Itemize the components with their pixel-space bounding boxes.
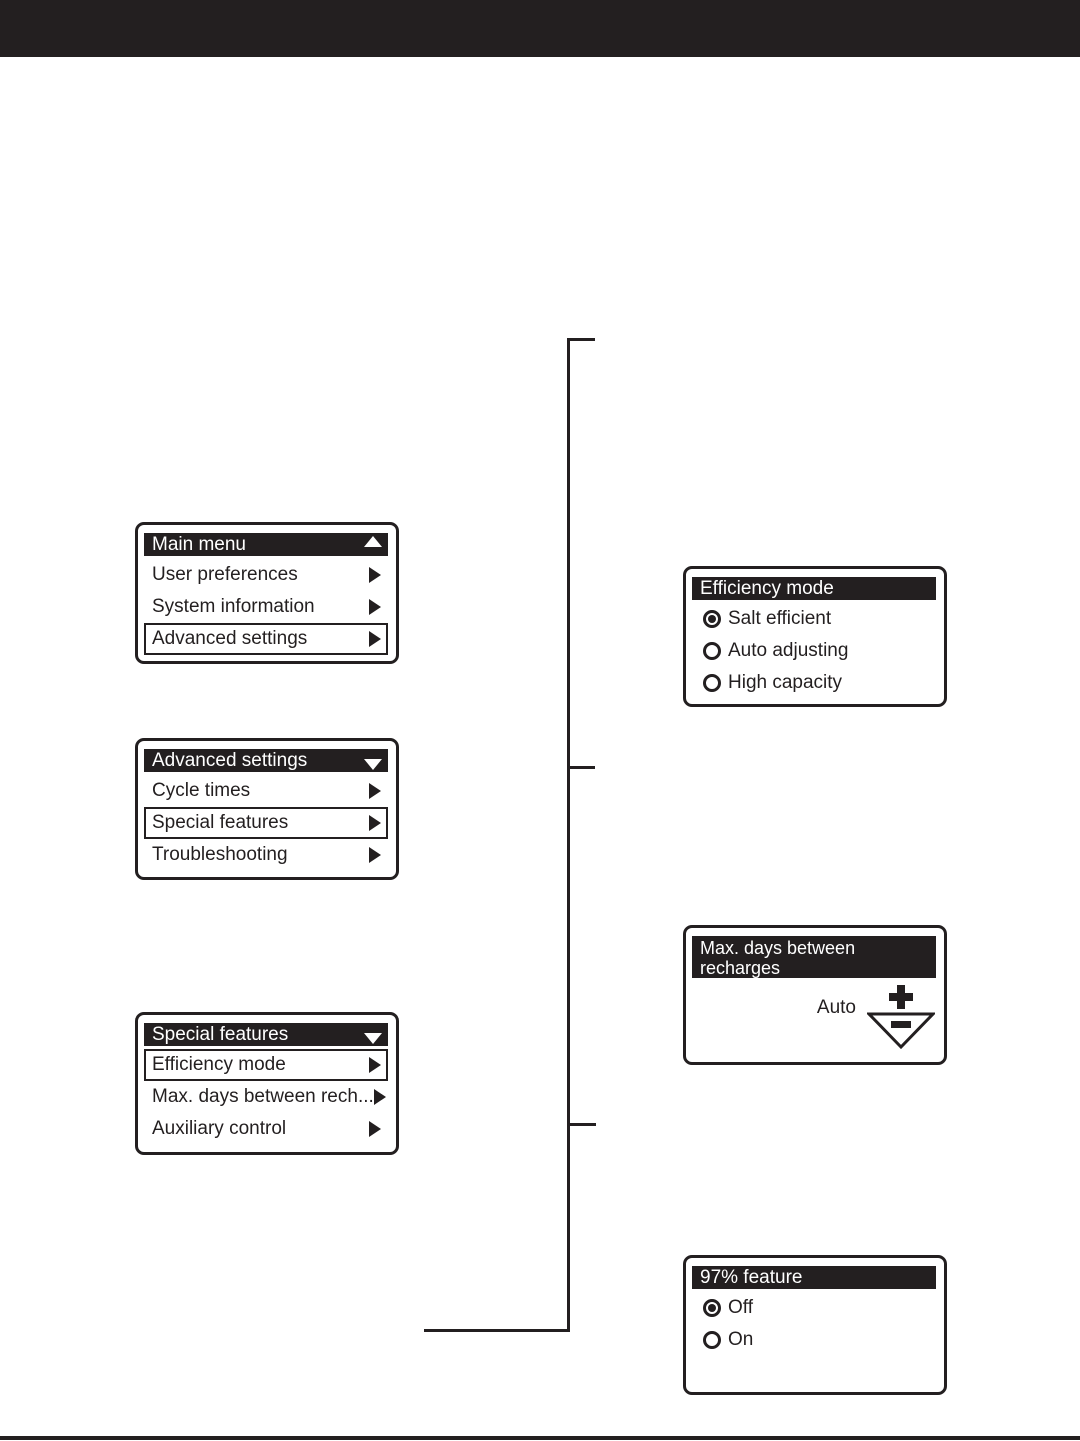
menu-item-label: Special features (152, 812, 289, 833)
option-label: High capacity (728, 672, 843, 693)
menu-item-troubleshooting[interactable]: Troubleshooting (144, 839, 388, 871)
screen-advanced-settings: Advanced settings Cycle times Special fe… (135, 738, 399, 880)
screen-97-feature: 97% feature Off On (683, 1255, 947, 1395)
menu-item-label: System information (152, 596, 315, 617)
max-days-title-line2: recharges (700, 958, 781, 978)
max-days-value: Auto (816, 997, 856, 1018)
special-features-title: Special features (152, 1024, 289, 1045)
minus-down-triangle-icon[interactable] (867, 1012, 935, 1050)
max-days-content: Auto (686, 984, 935, 1050)
menu-item-system-information[interactable]: System information (144, 591, 388, 623)
connector-top-stub (567, 338, 595, 341)
scroll-down-icon[interactable] (364, 759, 382, 770)
connector-vertical-line (567, 338, 570, 1332)
submenu-arrow-icon (369, 599, 381, 615)
max-days-titlebar: Max. days between recharges (692, 936, 936, 978)
submenu-arrow-icon (369, 631, 381, 647)
option-auto-adjusting[interactable]: Auto adjusting (692, 635, 936, 667)
submenu-arrow-icon (369, 815, 381, 831)
main-menu-titlebar: Main menu (144, 533, 388, 556)
option-label: On (728, 1329, 754, 1350)
97-feature-options: Off On (692, 1292, 936, 1356)
option-label: Off (728, 1297, 753, 1318)
submenu-arrow-icon (369, 847, 381, 863)
submenu-arrow-icon (369, 567, 381, 583)
menu-item-label: Troubleshooting (152, 844, 288, 865)
screen-special-features: Special features Efficiency mode Max. da… (135, 1012, 399, 1155)
special-features-items: Efficiency mode Max. days between rech..… (144, 1049, 388, 1145)
efficiency-mode-title: Efficiency mode (700, 578, 834, 599)
special-features-titlebar: Special features (144, 1023, 388, 1046)
radio-dot (708, 1304, 716, 1312)
submenu-arrow-icon (369, 1057, 381, 1073)
97-feature-title: 97% feature (700, 1267, 803, 1288)
menu-item-label: Advanced settings (152, 628, 308, 649)
efficiency-mode-options: Salt efficient Auto adjusting High capac… (692, 603, 936, 699)
option-high-capacity[interactable]: High capacity (692, 667, 936, 699)
advanced-settings-items: Cycle times Special features Troubleshoo… (144, 775, 388, 871)
menu-item-user-preferences[interactable]: User preferences (144, 559, 388, 591)
submenu-arrow-icon (369, 1121, 381, 1137)
radio-selected-icon[interactable] (703, 610, 721, 628)
radio-icon[interactable] (703, 642, 721, 660)
menu-item-special-features[interactable]: Special features (144, 807, 388, 839)
screen-efficiency-mode: Efficiency mode Salt efficient Auto adju… (683, 566, 947, 707)
value-adjust-control[interactable] (867, 984, 935, 1050)
radio-icon[interactable] (703, 674, 721, 692)
menu-item-cycle-times[interactable]: Cycle times (144, 775, 388, 807)
97-feature-titlebar: 97% feature (692, 1266, 936, 1289)
plus-icon[interactable] (889, 985, 913, 1009)
submenu-arrow-icon (373, 1089, 386, 1105)
screen-max-days-between-recharges: Max. days between recharges Auto (683, 925, 947, 1065)
main-menu-items: User preferences System information Adva… (144, 559, 388, 655)
page-header-bar (0, 0, 1080, 57)
option-on[interactable]: On (692, 1324, 936, 1356)
scroll-down-icon[interactable] (364, 1033, 382, 1044)
radio-dot (708, 615, 716, 623)
menu-item-auxiliary-control[interactable]: Auxiliary control (144, 1113, 388, 1145)
max-days-title-line1: Max. days between (700, 938, 856, 958)
scroll-up-icon[interactable] (364, 536, 382, 547)
efficiency-mode-titlebar: Efficiency mode (692, 577, 936, 600)
submenu-arrow-icon (369, 783, 381, 799)
menu-item-efficiency-mode[interactable]: Efficiency mode (144, 1049, 388, 1081)
menu-item-label: Auxiliary control (152, 1118, 287, 1139)
radio-selected-icon[interactable] (703, 1299, 721, 1317)
advanced-settings-titlebar: Advanced settings (144, 749, 388, 772)
menu-item-advanced-settings[interactable]: Advanced settings (144, 623, 388, 655)
connector-branch-stub-2 (567, 1123, 596, 1126)
menu-item-label: Efficiency mode (152, 1054, 286, 1075)
menu-item-label: Max. days between rech... (152, 1086, 374, 1107)
main-menu-title: Main menu (152, 534, 246, 555)
option-label: Salt efficient (728, 608, 832, 629)
screen-main-menu: Main menu User preferences System inform… (135, 522, 399, 664)
connector-bottom-line (424, 1329, 570, 1332)
advanced-settings-title: Advanced settings (152, 750, 308, 771)
option-label: Auto adjusting (728, 640, 849, 661)
connector-branch-stub-1 (567, 766, 595, 769)
radio-icon[interactable] (703, 1331, 721, 1349)
option-salt-efficient[interactable]: Salt efficient (692, 603, 936, 635)
option-off[interactable]: Off (692, 1292, 936, 1324)
menu-item-label: User preferences (152, 564, 298, 585)
menu-item-label: Cycle times (152, 780, 251, 801)
menu-item-max-days-between-recharges[interactable]: Max. days between rech... (144, 1081, 388, 1113)
page-footer-rule (0, 1436, 1080, 1440)
